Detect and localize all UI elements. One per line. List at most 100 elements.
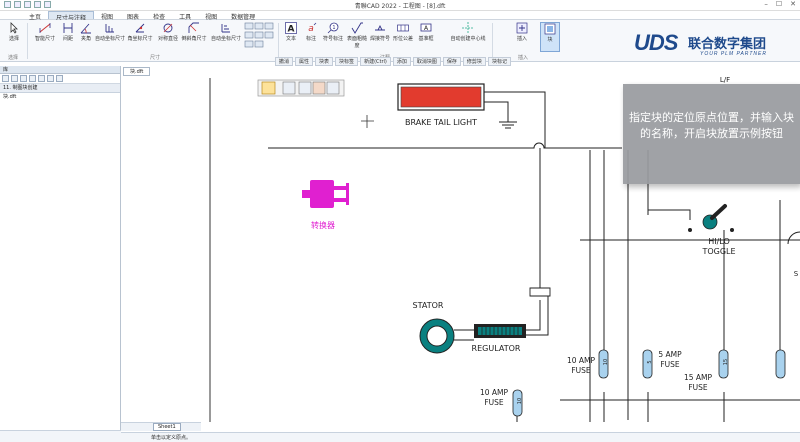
auto-centerline-button[interactable]: 自动创建中心线 [448, 22, 488, 42]
place-block-icon[interactable] [261, 81, 276, 95]
save-icon[interactable] [24, 1, 31, 8]
spacing-button[interactable]: 间距 [60, 22, 76, 42]
crosshair-cursor [361, 115, 374, 128]
block-options-icon[interactable] [326, 81, 340, 95]
brake-light-lamp [400, 86, 482, 108]
ordinate-2-icon [221, 24, 230, 33]
converter-label: 转换器 [311, 220, 335, 230]
datum-frame-button[interactable]: A 基准框 [416, 22, 436, 42]
fuse-10a-mid-word: FUSE [571, 366, 591, 375]
auto-ordinate-2-button[interactable]: 自动坐标尺寸 [210, 22, 242, 42]
regulator-block [474, 324, 526, 338]
auto-ordinate-button[interactable]: 自动坐标尺寸 [95, 22, 125, 42]
block-mark-tool[interactable]: 块标记 [487, 57, 511, 66]
edge-s-label: S [794, 270, 799, 278]
ground-symbol [499, 121, 517, 129]
back-icon[interactable] [11, 75, 18, 82]
tab-dimension[interactable]: 尺寸与注释 [48, 11, 95, 22]
close-icon[interactable]: ✕ [790, 0, 796, 8]
redo-icon[interactable] [44, 1, 51, 8]
tab-tools[interactable]: 工具 [179, 14, 192, 21]
connector-box [529, 287, 551, 297]
stator-hole [426, 325, 448, 347]
fuse-10a-left-word: FUSE [484, 398, 504, 407]
smart-dimension-button[interactable]: 智能尺寸 [30, 22, 60, 42]
group-label-insert: 插入 [518, 55, 529, 61]
refresh-icon[interactable] [38, 75, 45, 82]
forward-icon[interactable] [20, 75, 27, 82]
angle-button[interactable]: 夹角 [78, 22, 94, 42]
svg-text:a: a [308, 24, 314, 34]
folder-icon[interactable] [2, 75, 9, 82]
panel-path-row[interactable]: 11. 制图块创建 [0, 84, 120, 93]
svg-text:A: A [424, 25, 429, 32]
filter-icon[interactable] [56, 75, 63, 82]
brake-light-label: BRAKE TAIL LIGHT [405, 118, 477, 127]
save-tool[interactable]: 保存 [442, 57, 461, 66]
new-tool[interactable]: 新建(Ctrl) [360, 57, 391, 66]
callout-button[interactable]: a 标注 [305, 22, 317, 42]
status-bar: 单击以定义原点。 [121, 432, 800, 442]
view-icon[interactable] [47, 75, 54, 82]
add-tool[interactable]: 添加 [392, 57, 411, 66]
undo-tool[interactable]: 撤消 [275, 57, 294, 66]
cancel-block-tool[interactable]: 取消块图 [412, 57, 441, 66]
open-icon[interactable] [14, 1, 21, 8]
fuse-10a-left: 10 [512, 389, 523, 417]
sheet-tab-1[interactable]: Sheet1 [153, 423, 181, 431]
tab-home[interactable]: 主页 [29, 14, 42, 21]
hilo-label-2: TOGGLE [701, 247, 735, 256]
block-table-tool[interactable]: 块表 [315, 57, 334, 66]
balloon-button[interactable]: 1 符号标注 [322, 22, 344, 42]
panel-title: 库 [0, 66, 120, 74]
new-icon[interactable] [4, 1, 11, 8]
insert-button[interactable]: 插入 [512, 22, 532, 42]
tab-inspect[interactable]: 检查 [153, 14, 166, 21]
block-tooltip: 指定块的定位原点位置，并输入块的名称，开启块放置示例按钮 [623, 84, 800, 184]
angular-ordinate-button[interactable]: 角坐标尺寸 [126, 22, 154, 42]
svg-text:5: 5 [647, 360, 653, 363]
top-bus-wire [268, 142, 622, 149]
tab-chart[interactable]: 图表 [127, 14, 140, 21]
up-icon[interactable] [29, 75, 36, 82]
block-scale-icon[interactable] [312, 81, 326, 95]
quick-access-toolbar [4, 1, 51, 8]
weld-symbol-button[interactable]: 焊接符号 [369, 22, 391, 42]
undo-icon[interactable] [34, 1, 41, 8]
small-tool-icons [244, 22, 274, 48]
tab-view[interactable]: 视图 [101, 14, 114, 21]
maximize-icon[interactable]: ☐ [775, 0, 783, 8]
panel-toolbar [0, 74, 120, 84]
block-origin-icon[interactable] [282, 81, 296, 95]
insert-icon [516, 22, 528, 34]
smart-dimension-icon [39, 23, 51, 33]
surface-roughness-icon [351, 22, 363, 34]
centerline-icon [462, 22, 474, 34]
svg-text:15: 15 [723, 359, 729, 365]
tab-view-2[interactable]: 视图 [205, 14, 218, 21]
block-button[interactable]: 块 [540, 22, 560, 52]
trim-block-tool[interactable]: 修剪块 [462, 57, 486, 66]
chamfer-dimension-button[interactable]: 倒斜角尺寸 [180, 22, 208, 42]
pointer-icon [10, 22, 18, 34]
regulator-wires [454, 290, 549, 341]
regulator-label: REGULATOR [472, 344, 521, 353]
block-label-tool[interactable]: 块标签 [335, 57, 359, 66]
block-rotate-icon[interactable] [298, 81, 312, 95]
minimize-icon[interactable]: – [764, 0, 768, 8]
svg-text:A: A [288, 25, 295, 35]
tab-data-management[interactable]: 数据管理 [231, 14, 256, 21]
text-button[interactable]: A 文本 [282, 22, 300, 42]
symmetric-diameter-button[interactable]: 对称直径 [154, 22, 182, 42]
status-prompt: 单击以定义原点。 [151, 435, 192, 441]
select-button[interactable]: 选择 [4, 22, 24, 42]
document-tab[interactable]: 块.dft [123, 67, 151, 76]
properties-tool[interactable]: 属性 [295, 57, 314, 66]
lf-label: L/F [720, 76, 730, 84]
callout-icon: a [308, 22, 317, 34]
geometric-tolerance-button[interactable]: 形位公差 [392, 22, 414, 42]
panel-file-row[interactable]: 块.dft [3, 94, 17, 100]
library-panel: 库 11. 制图块创建 块.dft [0, 66, 121, 442]
converter-symbol [302, 180, 349, 208]
surface-roughness-button[interactable]: 表面粗糙度 [346, 22, 368, 49]
